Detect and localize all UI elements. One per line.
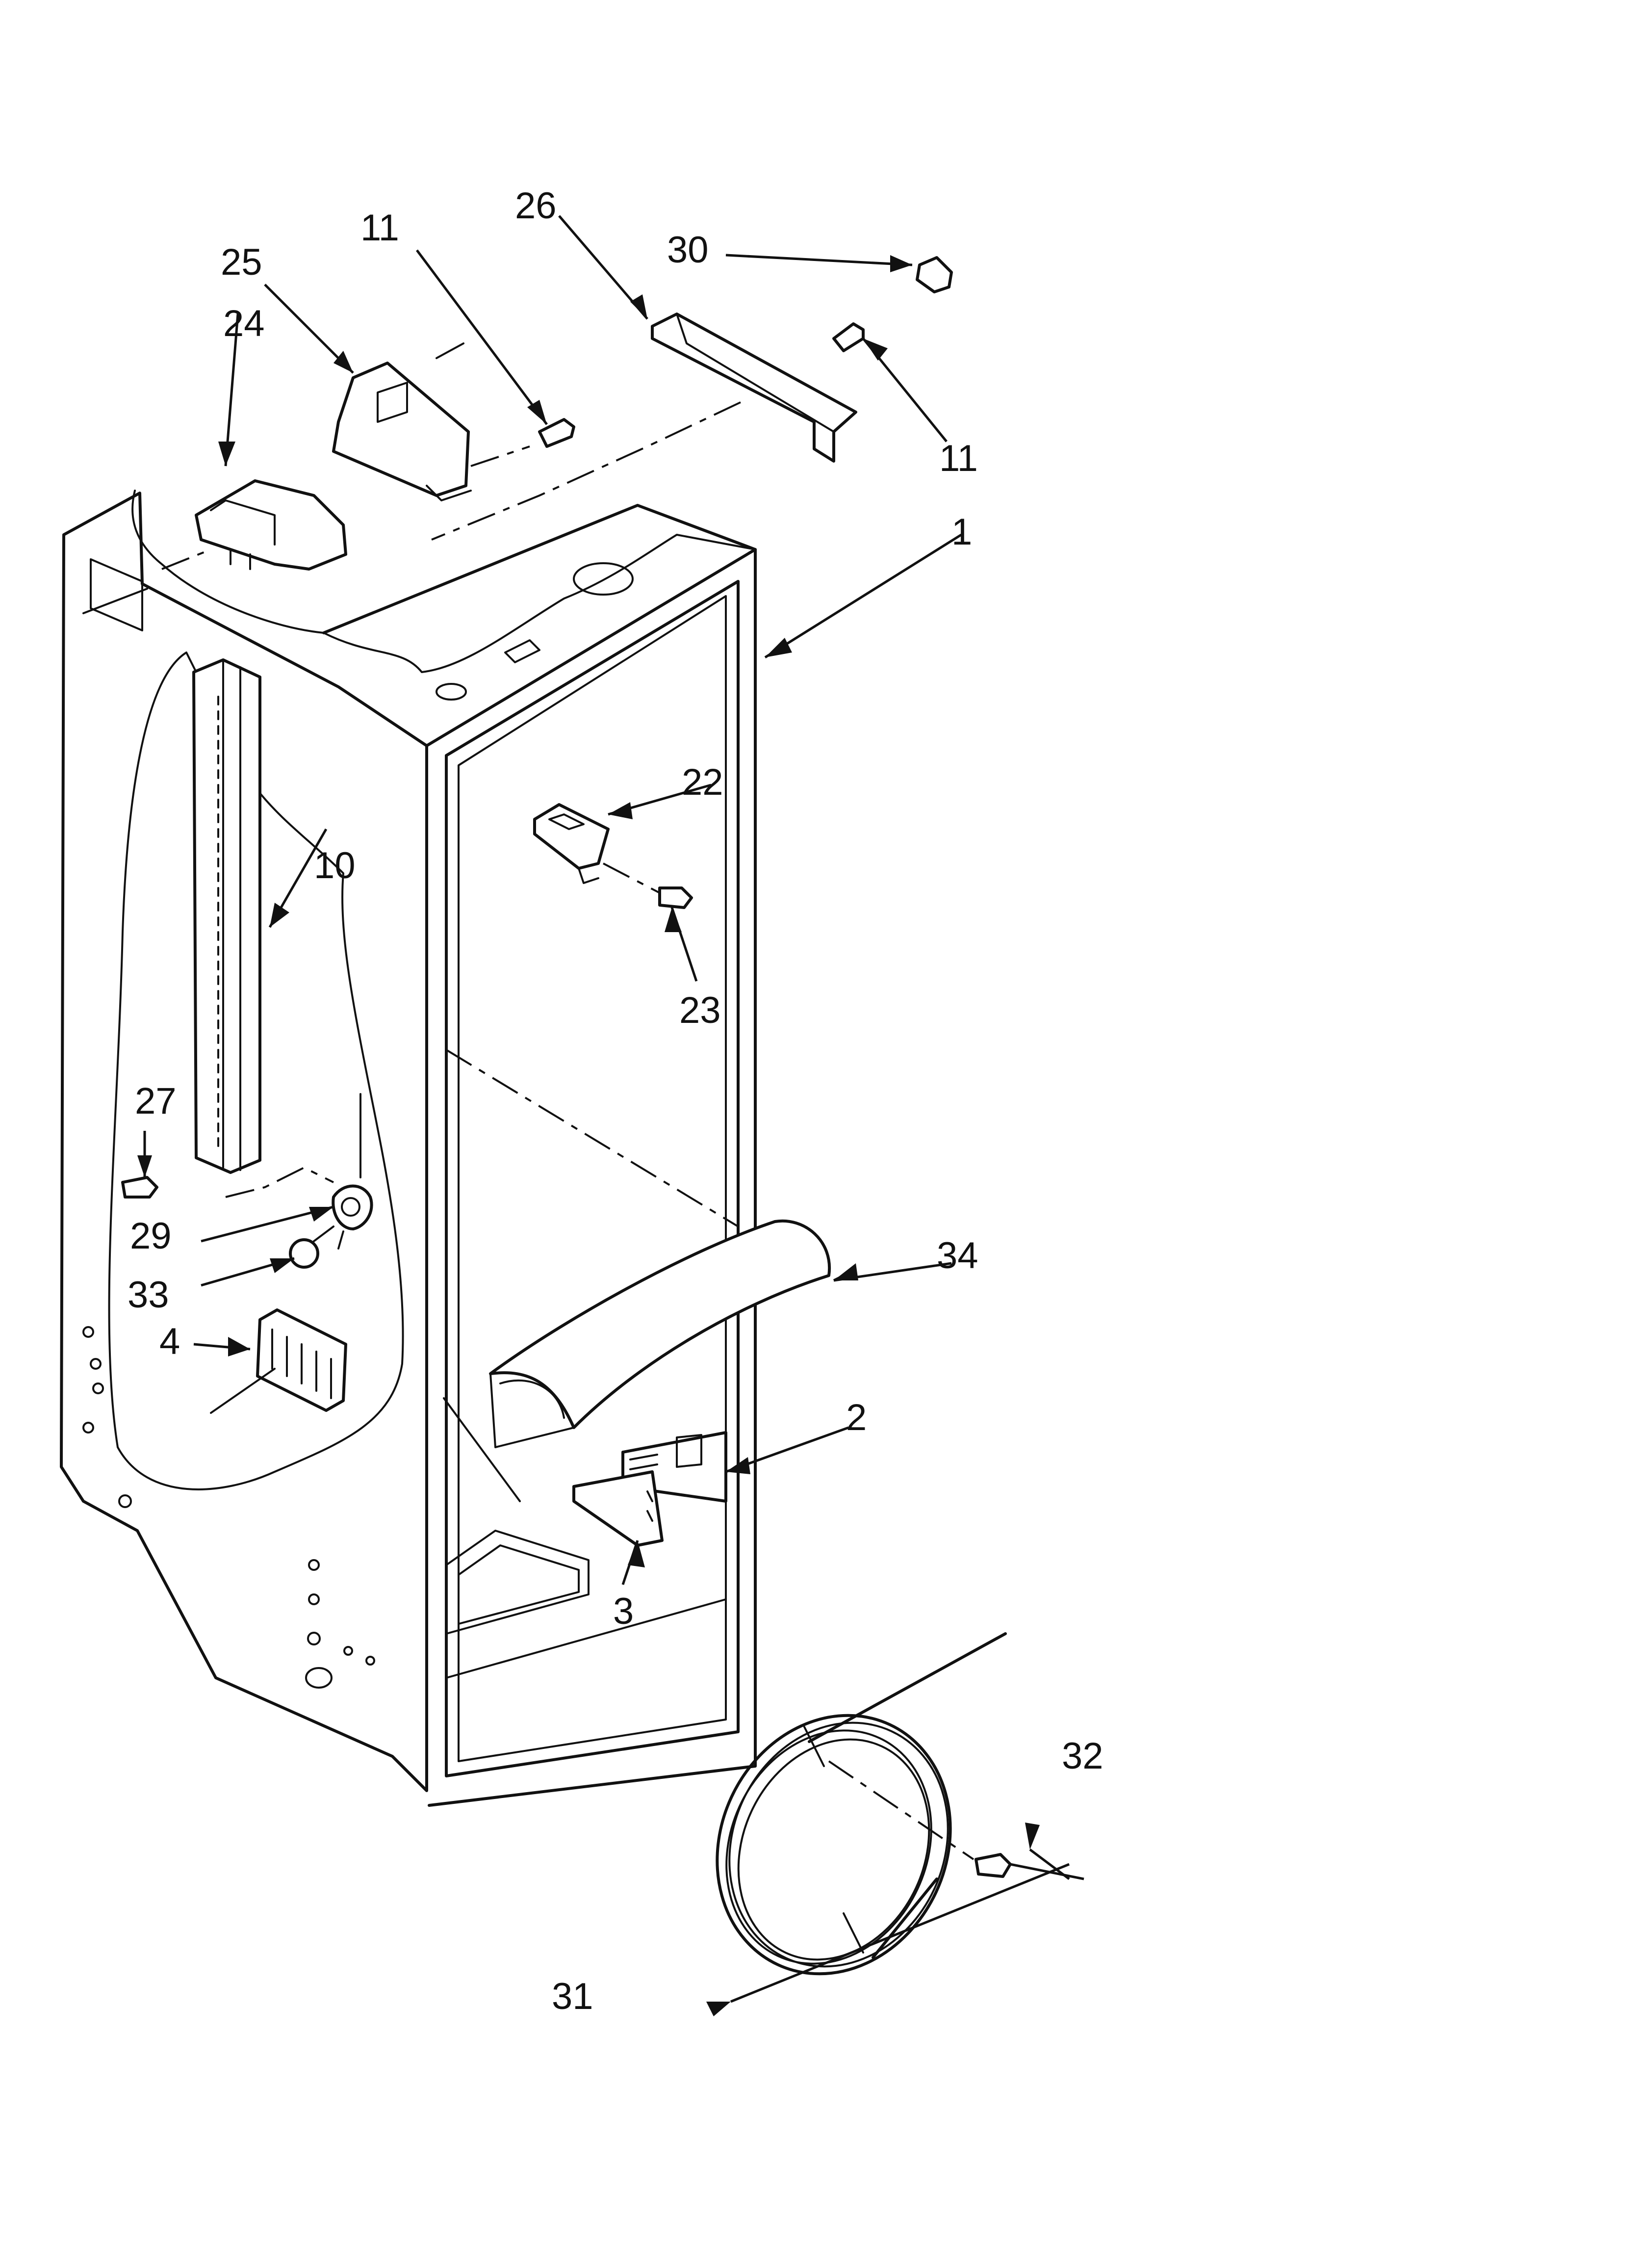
top-channel-drawing	[431, 313, 857, 541]
light-assembly-drawing	[225, 1093, 373, 1269]
callout-11b: 11	[939, 438, 978, 479]
callout-1: 1	[951, 511, 972, 553]
callout-24: 24	[223, 303, 265, 344]
shelf-rail-drawing	[192, 658, 261, 1174]
callout-29: 29	[130, 1215, 172, 1257]
control-housing-drawing	[161, 342, 530, 571]
arrowheads	[137, 255, 1040, 2016]
vent-grille-drawing	[210, 1308, 347, 1414]
bracket-2-3-drawing	[572, 1431, 727, 1547]
callout-23: 23	[679, 990, 721, 1031]
screws-drawing	[121, 322, 1012, 1878]
callout-22: 22	[682, 761, 723, 803]
callout-3: 3	[613, 1590, 634, 1632]
callout-2: 2	[846, 1397, 867, 1438]
callout-25: 25	[221, 241, 262, 283]
callout-26: 26	[515, 185, 557, 227]
callout-30: 30	[667, 229, 709, 271]
callout-34: 34	[937, 1235, 978, 1277]
callout-33: 33	[128, 1274, 169, 1316]
callout-31: 31	[552, 1976, 593, 2017]
shelf-cover-drawing	[489, 1219, 831, 1448]
clip-drawing	[916, 256, 953, 293]
bracket-22-drawing	[533, 803, 660, 894]
callout-27: 27	[135, 1080, 177, 1122]
callout-labels: 1 2 3 4 10 11 11 22 23 24 25 26 27 29 30…	[128, 185, 1103, 2017]
callout-4: 4	[159, 1321, 180, 1362]
water-tube-coil-drawing	[716, 1632, 1007, 1976]
callout-11a: 11	[360, 207, 399, 249]
callout-10: 10	[314, 845, 356, 886]
callout-32: 32	[1062, 1735, 1103, 1777]
cabinet-liner-drawing	[60, 490, 757, 1807]
